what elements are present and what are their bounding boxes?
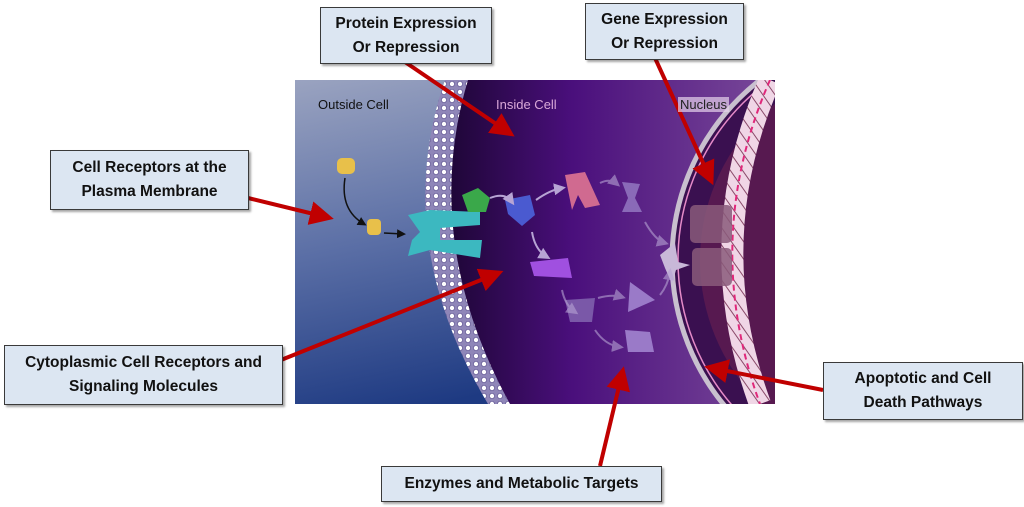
box-line: Cell Receptors at the — [72, 159, 227, 176]
arrow-apoptotic — [704, 359, 824, 392]
box-line: Protein Expression — [335, 14, 477, 32]
pointer-arrows — [247, 57, 824, 467]
cytoplasmic-receptors-box: Cytoplasmic Cell Receptors and Signaling… — [4, 345, 283, 405]
arrow-gene-expression — [653, 57, 715, 186]
plasma-membrane — [425, 80, 510, 404]
box-line: Cytoplasmic Cell Receptors and — [25, 354, 262, 371]
nucleus-label: Nucleus — [678, 97, 729, 112]
apoptotic-pathways-box: Apoptotic and Cell Death Pathways — [823, 362, 1023, 420]
box-line: Plasma Membrane — [81, 183, 218, 200]
gene-expression-box: Gene Expression Or Repression — [585, 3, 744, 60]
box-line: Or Repression — [352, 38, 460, 56]
box-line: Death Pathways — [863, 394, 983, 411]
box-line: Or Repression — [611, 34, 718, 52]
membrane-receptor — [408, 210, 482, 258]
inside-cell-label: Inside Cell — [496, 97, 557, 112]
outside-cell-label: Outside Cell — [318, 97, 389, 112]
arrow-enzymes — [598, 366, 630, 467]
protein-expression-box: Protein Expression Or Repression — [320, 7, 492, 64]
enzymes-metabolic-box: Enzymes and Metabolic Targets — [381, 466, 662, 502]
box-line: Enzymes and Metabolic Targets — [404, 475, 639, 492]
box-line: Signaling Molecules — [69, 378, 218, 395]
cell-receptors-box: Cell Receptors at the Plasma Membrane — [50, 150, 249, 210]
box-line: Gene Expression — [601, 10, 728, 28]
box-line: Apoptotic and Cell — [854, 370, 992, 387]
arrow-cytoplasmic — [280, 268, 504, 362]
arrow-protein-expression — [403, 60, 515, 137]
ligand-molecule — [337, 158, 355, 174]
ligand-molecule — [367, 219, 381, 235]
arrow-cell-receptors — [247, 196, 334, 225]
